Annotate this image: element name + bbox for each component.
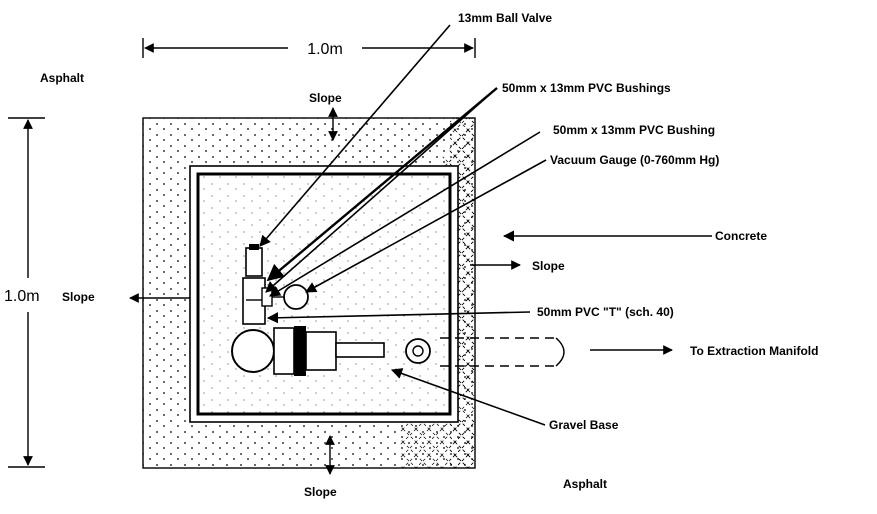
extraction-label: To Extraction Manifold	[690, 344, 818, 358]
ball-valve-label: 13mm Ball Valve	[458, 11, 552, 25]
leader-lines	[259, 24, 712, 426]
pvc-tee-label: 50mm PVC "T" (sch. 40)	[537, 305, 674, 319]
slope-bottom-label: Slope	[304, 485, 337, 499]
vacuum-gauge-label: Vacuum Gauge (0-760mm Hg)	[550, 153, 719, 167]
concrete-label: Concrete	[715, 229, 767, 243]
labels: 13mm Ball Valve 50mm x 13mm PVC Bushings…	[40, 11, 818, 499]
width-label: 1.0m	[307, 41, 343, 58]
pipe-assembly	[231, 244, 431, 376]
bushing-label: 50mm x 13mm PVC Bushing	[553, 123, 715, 137]
slope-top-label: Slope	[309, 91, 342, 105]
extraction-pipe	[440, 337, 673, 367]
bushings-label: 50mm x 13mm PVC Bushings	[502, 81, 671, 95]
slope-arrows	[129, 107, 521, 475]
vault-box	[189, 165, 459, 423]
asphalt-top-label: Asphalt	[40, 71, 84, 85]
asphalt-bottom-label: Asphalt	[563, 477, 607, 491]
width-dimension: 1.0m	[142, 38, 476, 58]
gravel-label: Gravel Base	[549, 418, 619, 432]
height-label: 1.0m	[4, 288, 40, 305]
height-dimension: 1.0m	[4, 117, 45, 468]
slope-left-label: Slope	[62, 290, 95, 304]
slope-right-label: Slope	[532, 259, 565, 273]
